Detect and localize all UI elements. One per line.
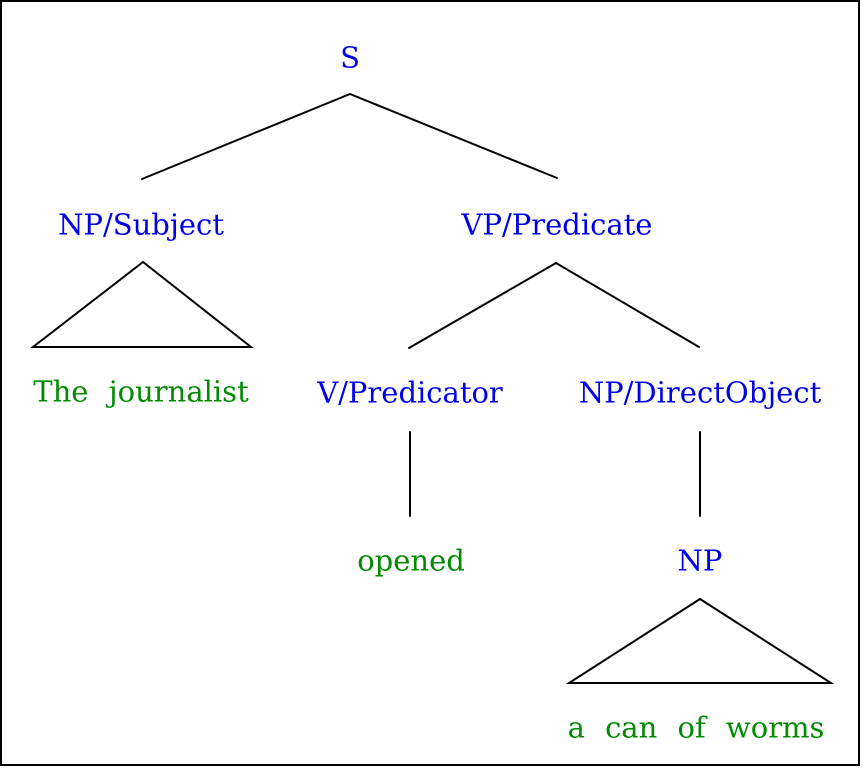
edge-vp-to-np-directobject (555, 262, 700, 348)
leaf-a-can-of-worms: a can of worms (567, 710, 825, 745)
edge-vp-to-v-predicator (408, 262, 557, 349)
node-np-directobject: NP/DirectObject (578, 375, 822, 410)
node-np-subject: NP/Subject (58, 207, 224, 242)
leaf-opened: opened (357, 543, 465, 578)
triangle-roof-np (565, 597, 835, 684)
node-vp-predicate: VP/Predicate (461, 207, 653, 242)
node-np: NP (677, 543, 723, 578)
edge-s-to-np-subject (141, 93, 351, 180)
leaf-the-journalist: The journalist (33, 374, 249, 409)
node-v-predicator: V/Predicator (317, 375, 503, 410)
triangle-roof-np-subject (30, 260, 254, 348)
node-s: S (340, 40, 360, 75)
edge-s-to-vp-predicate (349, 93, 558, 179)
